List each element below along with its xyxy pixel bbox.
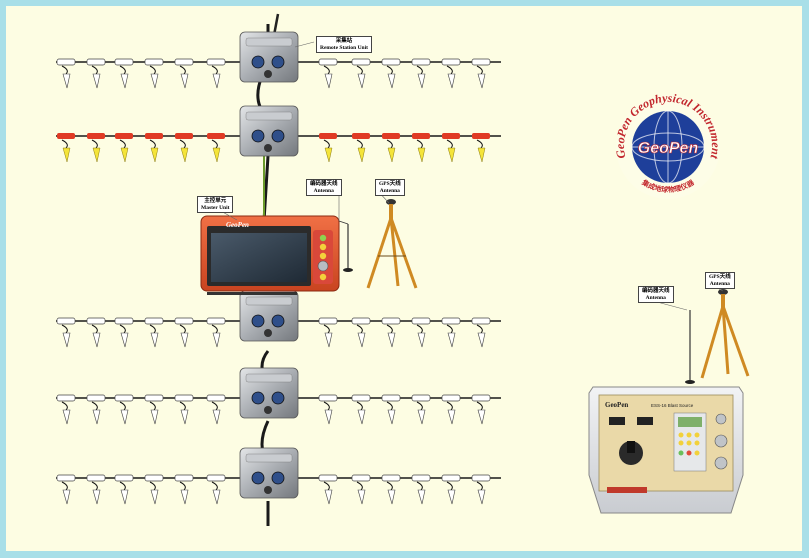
geophone	[319, 133, 337, 162]
seismic-system-diagram: GeoPen Geophysical Instrument 集成地球物理仪器 G…	[6, 6, 802, 551]
geophone	[175, 475, 193, 504]
geophone	[175, 395, 193, 424]
geophone	[319, 475, 337, 504]
gps-antenna-label: GPS天线 Antenna	[375, 179, 405, 196]
blaster-box: GeoPen ESS-16 Blast Source	[589, 387, 743, 513]
geophone	[87, 318, 105, 347]
master-unit-label-en: Master Unit	[201, 205, 229, 212]
geophone	[412, 395, 430, 424]
geophone	[352, 59, 370, 88]
gps-antenna-label-cn: GPS天线	[379, 181, 401, 188]
geophone	[412, 475, 430, 504]
geophone	[472, 59, 490, 88]
blaster-gps-antenna-label: GPS天线 Antenna	[705, 272, 735, 289]
diagram-graphics: GeoPen Geophysical Instrument 集成地球物理仪器 G…	[6, 6, 802, 551]
geophone	[412, 59, 430, 88]
geophone	[145, 475, 163, 504]
encoder-antenna-label-cn: 编码器天线	[310, 181, 338, 188]
geophone	[382, 318, 400, 347]
geophone	[57, 318, 75, 347]
blaster-antenna-label-cn: 编码器天线	[642, 288, 670, 295]
geophone	[352, 318, 370, 347]
gps-tripod-graphic	[368, 199, 416, 288]
geophone	[382, 59, 400, 88]
geophone	[352, 475, 370, 504]
geophone	[87, 475, 105, 504]
geophone	[442, 395, 460, 424]
blaster-antenna-graphic	[685, 310, 695, 384]
geophone	[319, 395, 337, 424]
blaster-antenna-label-en: Antenna	[642, 295, 670, 302]
blaster-gps-antenna-label-cn: GPS天线	[709, 274, 731, 281]
blaster-gps-antenna-label-en: Antenna	[709, 281, 731, 288]
geophone	[175, 133, 193, 162]
encoder-antenna-label: 编码器天线 Antenna	[306, 179, 342, 196]
geophone	[87, 395, 105, 424]
geophone	[207, 318, 225, 347]
geophone	[472, 133, 490, 162]
remote-station-unit	[240, 368, 298, 418]
geophone	[472, 475, 490, 504]
geophone	[382, 133, 400, 162]
geophone	[382, 395, 400, 424]
geophone	[145, 395, 163, 424]
remote-station-unit	[240, 291, 298, 341]
encoder-antenna-label-en: Antenna	[310, 188, 338, 195]
geophone	[412, 133, 430, 162]
geophone	[352, 395, 370, 424]
blaster-antenna-label: 编码器天线 Antenna	[638, 286, 674, 303]
logo-center-text: GeoPen	[638, 140, 699, 157]
geophone	[57, 133, 75, 162]
geophone	[442, 59, 460, 88]
geophone	[57, 475, 75, 504]
geophone	[442, 475, 460, 504]
geophone	[319, 59, 337, 88]
geophone	[175, 318, 193, 347]
geophone	[115, 133, 133, 162]
geophone	[115, 59, 133, 88]
master-unit-brand: GeoPen	[226, 221, 249, 229]
remote-station-unit	[240, 448, 298, 498]
geophone	[175, 59, 193, 88]
geophone	[382, 475, 400, 504]
remote-station-label: 采集站 Remote Station Unit	[316, 36, 372, 53]
master-unit-label: 主控单元 Master Unit	[197, 196, 233, 213]
master-unit-label-cn: 主控单元	[201, 198, 229, 205]
geophone	[145, 59, 163, 88]
remote-station-unit	[240, 32, 298, 82]
remote-station-label-en: Remote Station Unit	[320, 45, 368, 52]
geophone	[207, 475, 225, 504]
geophone	[412, 318, 430, 347]
geophone	[207, 133, 225, 162]
remote-station-unit	[240, 106, 298, 156]
geophone	[57, 59, 75, 88]
blaster-brand: GeoPen	[605, 401, 628, 409]
geophone	[115, 475, 133, 504]
blaster-model: ESS-16 Blast Source	[651, 403, 694, 408]
geophone	[442, 133, 460, 162]
encoder-antenna-graphic	[339, 221, 353, 272]
master-unit	[201, 216, 339, 295]
geophone	[57, 395, 75, 424]
geophone	[87, 133, 105, 162]
gps-antenna-label-en: Antenna	[379, 188, 401, 195]
geophone	[442, 318, 460, 347]
geophone	[207, 59, 225, 88]
geophone	[145, 133, 163, 162]
geophone	[472, 318, 490, 347]
geophone	[472, 395, 490, 424]
geophone	[145, 318, 163, 347]
geophone	[115, 395, 133, 424]
geopen-logo-graphic: GeoPen Geophysical Instrument 集成地球物理仪器 G…	[613, 91, 723, 199]
geophone	[207, 395, 225, 424]
blaster-gps-tripod-graphic	[702, 289, 748, 378]
geophone	[87, 59, 105, 88]
geophone	[352, 133, 370, 162]
geophone	[115, 318, 133, 347]
geophone	[319, 318, 337, 347]
